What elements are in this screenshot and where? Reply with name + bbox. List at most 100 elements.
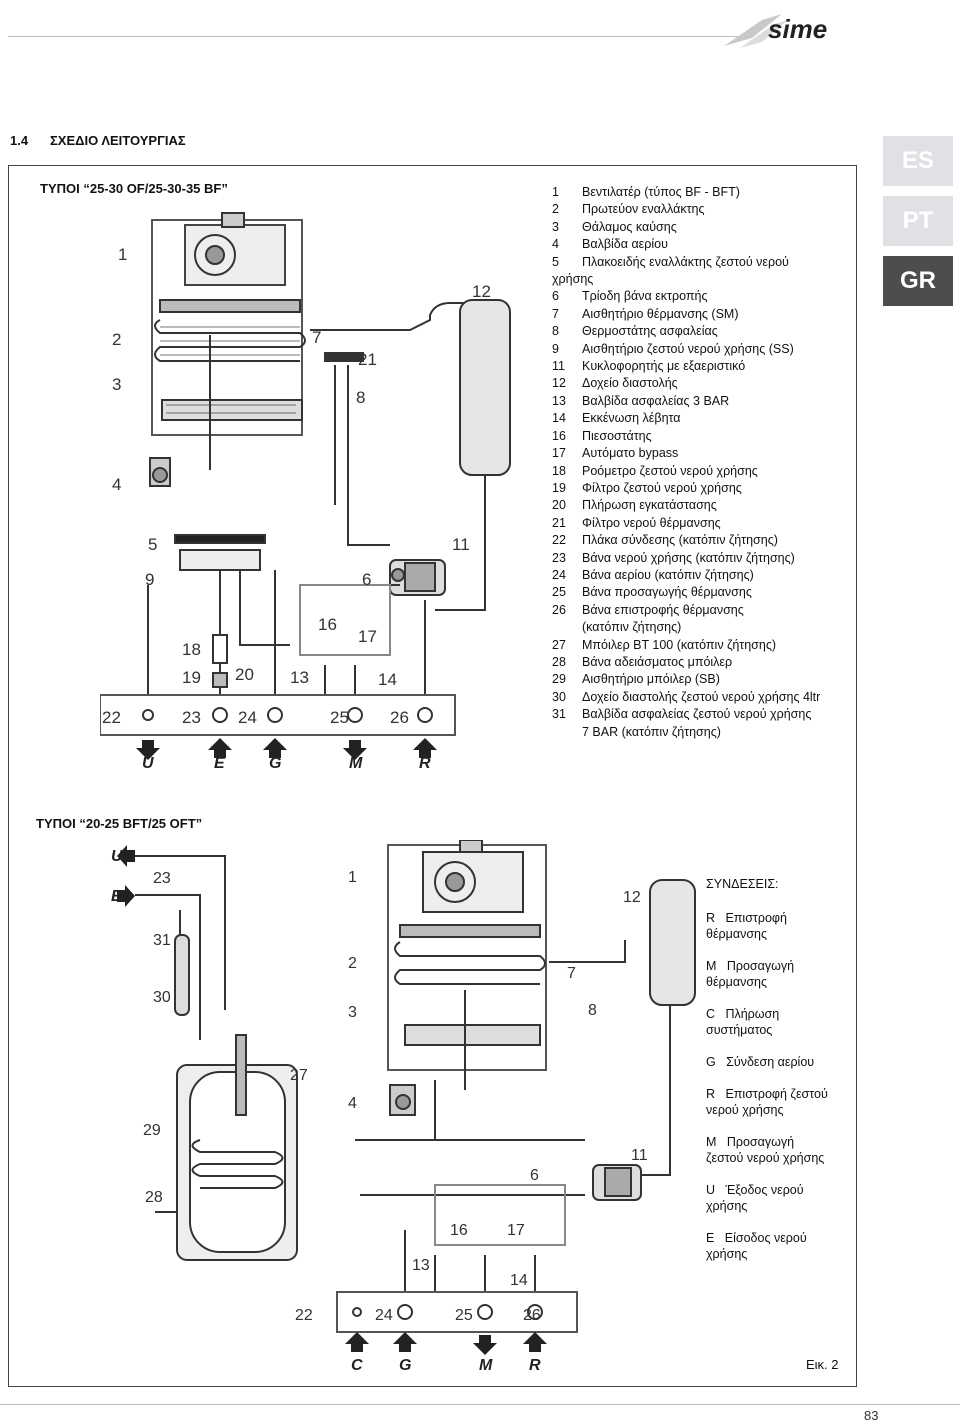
d1-callout-24: 24 [238,708,257,727]
d2-callout-7: 7 [567,965,576,982]
diagram2-title: ΤΥΠΟΙ “20-25 BFT/25 OFT” [36,816,203,831]
d2-callout-11: 11 [631,1147,648,1164]
d1-callout-4: 4 [112,475,121,494]
d1-callout-23: 23 [182,708,201,727]
d2-callout-29: 29 [143,1122,161,1139]
d1-conn-g: G [269,755,281,772]
d2-callout-17: 17 [507,1222,525,1239]
d2-callout-27: 27 [290,1067,308,1084]
header-rule [8,36,738,37]
d2-conn-g: G [399,1357,411,1374]
d1-callout-1: 1 [118,245,127,264]
d2-callout-8: 8 [588,1002,597,1019]
logo-text: sime [768,14,827,44]
d2-callout-26: 26 [523,1307,541,1324]
d1-callout-25: 25 [330,708,349,727]
figure-label: Εικ. 2 [806,1357,839,1372]
d2-callout-24: 24 [375,1307,393,1324]
tab-pt[interactable]: PT [883,196,953,246]
legend-item-cont: (κατόπιν ζήτησης) [582,620,682,635]
d2-callout-4: 4 [348,1095,357,1112]
d1-conn-r: R [419,755,431,772]
boiler-diagram-2: 23 31 30 1 2 3 12 8 7 4 27 29 28 11 6 16… [111,840,696,1374]
section-title-text: ΣΧΕΔΙΟ ΛΕΙΤΟΥΡΓΙΑΣ [50,133,186,148]
section-number: 1.4 [10,133,29,148]
page-number: 83 [864,1408,879,1423]
d1-callout-8: 8 [356,388,365,407]
d1-callout-22: 22 [102,708,121,727]
d1-callout-14: 14 [378,670,397,689]
d2-conn-u: U [111,848,123,865]
d1-callout-7: 7 [312,328,321,347]
d1-conn-u: U [142,755,154,772]
d1-callout-16: 16 [318,615,337,634]
footer-rule [0,1404,960,1427]
language-tabs: ES PT GR [883,136,953,316]
sime-logo: sime [724,14,827,48]
d1-conn-e: E [214,755,226,772]
d1-callout-6: 6 [362,570,371,589]
d2-callout-14: 14 [510,1272,528,1289]
connections-heading: ΣΥΝΔΕΣΕΙΣ: [706,877,779,891]
d2-callout-23: 23 [153,870,171,887]
d1-callout-3: 3 [112,375,121,394]
d1-callout-11: 11 [452,535,470,554]
d2-callout-25: 25 [455,1307,473,1324]
d1-callout-19: 19 [182,668,201,687]
d2-callout-2: 2 [348,955,357,972]
d2-conn-m: M [479,1357,493,1374]
d2-callout-30: 30 [153,989,171,1006]
section-title: 1.4 ΣΧΕΔΙΟ ΛΕΙΤΟΥΡΓΙΑΣ [10,133,186,148]
d1-callout-18: 18 [182,640,201,659]
diagram1-title: ΤΥΠΟΙ “25-30 OF/25-30-35 BF” [40,181,228,196]
d1-callout-17: 17 [358,627,377,646]
d2-callout-31: 31 [153,932,171,949]
d1-callout-9: 9 [145,570,154,589]
d1-conn-m: M [349,755,363,772]
d2-callout-28: 28 [145,1189,163,1206]
d1-callout-2: 2 [112,330,121,349]
d1-callout-21: 21 [358,350,377,369]
tab-es[interactable]: ES [883,136,953,186]
d1-callout-5: 5 [148,535,157,554]
d1-callout-20: 20 [235,665,254,684]
d1-callout-12: 12 [472,282,491,301]
d2-callout-13: 13 [412,1257,430,1274]
d2-conn-r: R [529,1357,541,1374]
d2-conn-e: E [111,888,123,905]
d2-callout-6: 6 [530,1167,539,1184]
tab-gr[interactable]: GR [883,256,953,306]
d2-callout-22: 22 [295,1307,313,1324]
d2-callout-12: 12 [623,889,641,906]
d2-callout-16: 16 [450,1222,468,1239]
legend-item-cont: χρήσης [552,272,594,287]
